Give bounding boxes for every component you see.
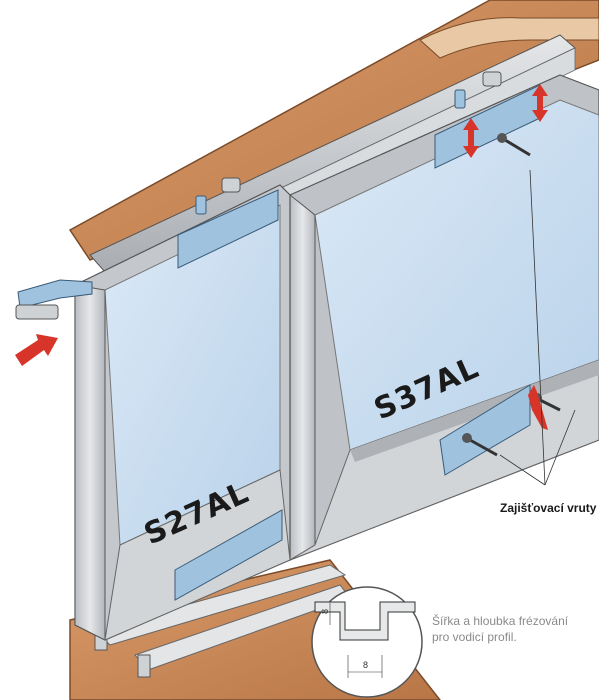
profile-detail-circle	[311, 586, 423, 698]
note-line-2: pro vodicí profil.	[432, 630, 517, 644]
left-bottom-bracket	[174, 509, 283, 601]
right-bottom-bracket	[439, 384, 531, 476]
insert-arrow-icon	[15, 334, 58, 366]
screw-icon	[462, 433, 498, 457]
callout-lines	[499, 169, 576, 486]
note-line-1: Šířka a hloubka frézování	[432, 613, 569, 628]
adjust-arrow-icon	[463, 84, 548, 430]
dim-vertical-label: 8	[320, 609, 330, 614]
dim-horizontal-label: 8	[363, 660, 368, 670]
wooden-ceiling	[68, 0, 599, 261]
left-top-bracket	[177, 177, 279, 269]
screw-icon	[497, 133, 531, 157]
carrier-part	[15, 279, 93, 320]
left-door	[74, 184, 291, 641]
bottom-guide-rail	[94, 564, 351, 678]
callout-label: Zajišťovací vruty	[500, 501, 597, 515]
